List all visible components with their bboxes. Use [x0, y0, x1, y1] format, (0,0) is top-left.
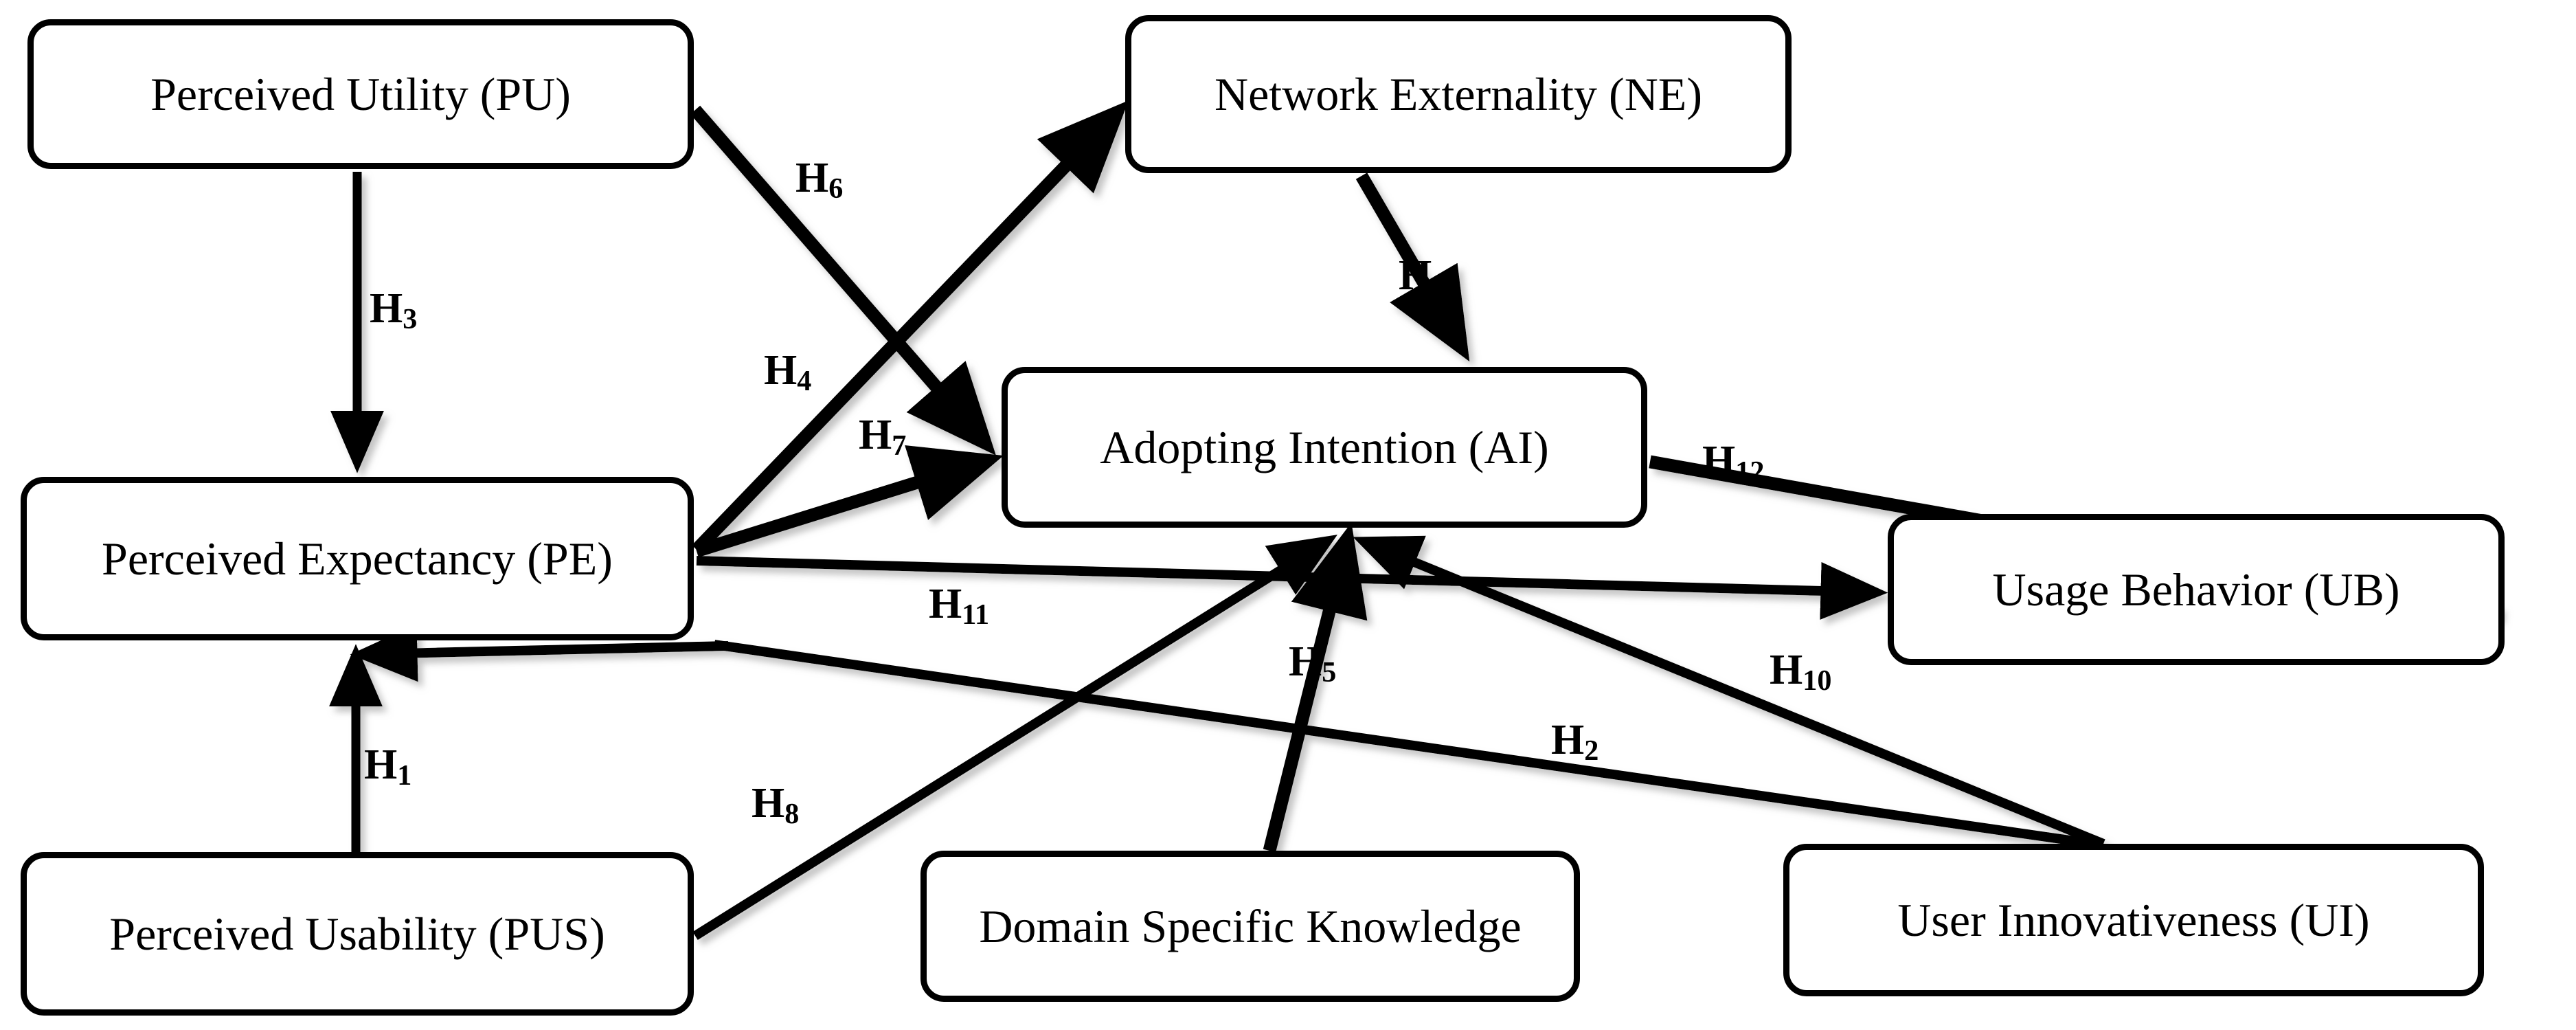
- edge-h8: [692, 535, 1337, 940]
- edge-label-h1: H1: [364, 741, 411, 790]
- edge-label-h3: H3: [370, 285, 417, 334]
- node-perceived-usability[interactable]: Perceived Usability (PUS): [21, 852, 694, 1016]
- node-label-ub: Usage Behavior (UB): [1992, 563, 2400, 616]
- edge-label-h11-sub: 11: [962, 598, 990, 631]
- edge-label-h10-base: H: [1770, 647, 1803, 693]
- edge-h2: [713, 640, 2105, 850]
- edge-h5: [1263, 522, 1368, 853]
- edge-label-h2-sub: 2: [1584, 735, 1599, 768]
- edge-label-h7: H7: [859, 412, 906, 460]
- edge-label-h10: H10: [1770, 647, 1831, 695]
- edge-label-h11-base: H: [929, 581, 962, 627]
- node-label-pu: Perceived Utility (PU): [150, 67, 571, 120]
- edge-h6: [690, 105, 996, 456]
- edge-label-h2-base: H: [1551, 717, 1585, 763]
- edge-label-h9-base: H: [1399, 252, 1432, 299]
- edge-label-h8-sub: 8: [784, 798, 800, 831]
- edge-label-h2: H2: [1551, 717, 1598, 765]
- node-label-ne: Network Externality (NE): [1214, 67, 1702, 120]
- edge-label-h8: H8: [752, 780, 799, 829]
- edge-label-h5: H5: [1289, 638, 1336, 687]
- edge-label-h4: H4: [764, 347, 811, 396]
- node-perceived-expectancy[interactable]: Perceived Expectancy (PE): [21, 477, 694, 640]
- edge-label-h5-base: H: [1289, 638, 1322, 685]
- node-network-externality[interactable]: Network Externality (NE): [1125, 15, 1792, 173]
- edge-label-h6-base: H: [795, 155, 829, 201]
- node-label-dsk: Domain Specific Knowledge: [979, 899, 1522, 952]
- edge-label-h7-base: H: [859, 412, 892, 458]
- edge-label-h4-base: H: [764, 347, 798, 394]
- edge-label-h6-sub: 6: [828, 172, 844, 205]
- node-label-pus: Perceived Usability (PUS): [109, 907, 605, 960]
- edge-label-h9-sub: 9: [1432, 270, 1447, 303]
- edge-label-h8-base: H: [752, 780, 785, 827]
- edge-label-h1-base: H: [364, 741, 398, 788]
- node-label-ai: Adopting Intention (AI): [1100, 421, 1549, 473]
- edge-h10: [1353, 535, 2105, 849]
- edge-h9: [1355, 172, 1470, 362]
- edge-label-h1-sub: 1: [397, 759, 412, 792]
- edge-label-h3-sub: 3: [403, 303, 418, 336]
- edge-label-h12: H12: [1702, 438, 1764, 486]
- edge-label-h6: H6: [795, 155, 843, 203]
- edge-label-h11: H11: [929, 581, 989, 629]
- edge-h4: [692, 100, 1129, 555]
- node-perceived-utility[interactable]: Perceived Utility (PU): [27, 19, 694, 169]
- edge-label-h5-sub: 5: [1322, 656, 1337, 689]
- node-usage-behavior[interactable]: Usage Behavior (UB): [1888, 514, 2505, 665]
- edge-label-h12-base: H: [1702, 438, 1736, 484]
- edge-label-h12-sub: 12: [1735, 456, 1765, 489]
- edge-label-h9: H9: [1399, 252, 1446, 301]
- edge-label-h7-sub: 7: [892, 429, 907, 462]
- edge-h2-tail: [350, 624, 729, 682]
- node-label-ui: User Innovativeness (UI): [1897, 893, 2370, 946]
- edge-label-h3-base: H: [370, 285, 403, 332]
- edge-label-h10-sub: 10: [1803, 664, 1832, 697]
- edge-label-h4-sub: 4: [797, 365, 812, 398]
- node-label-pe: Perceived Expectancy (PE): [102, 532, 613, 585]
- node-user-innovativeness[interactable]: User Innovativeness (UI): [1783, 844, 2484, 996]
- node-domain-specific-knowledge[interactable]: Domain Specific Knowledge: [920, 851, 1580, 1002]
- edge-h7: [694, 445, 1004, 558]
- node-adopting-intention[interactable]: Adopting Intention (AI): [1002, 367, 1647, 528]
